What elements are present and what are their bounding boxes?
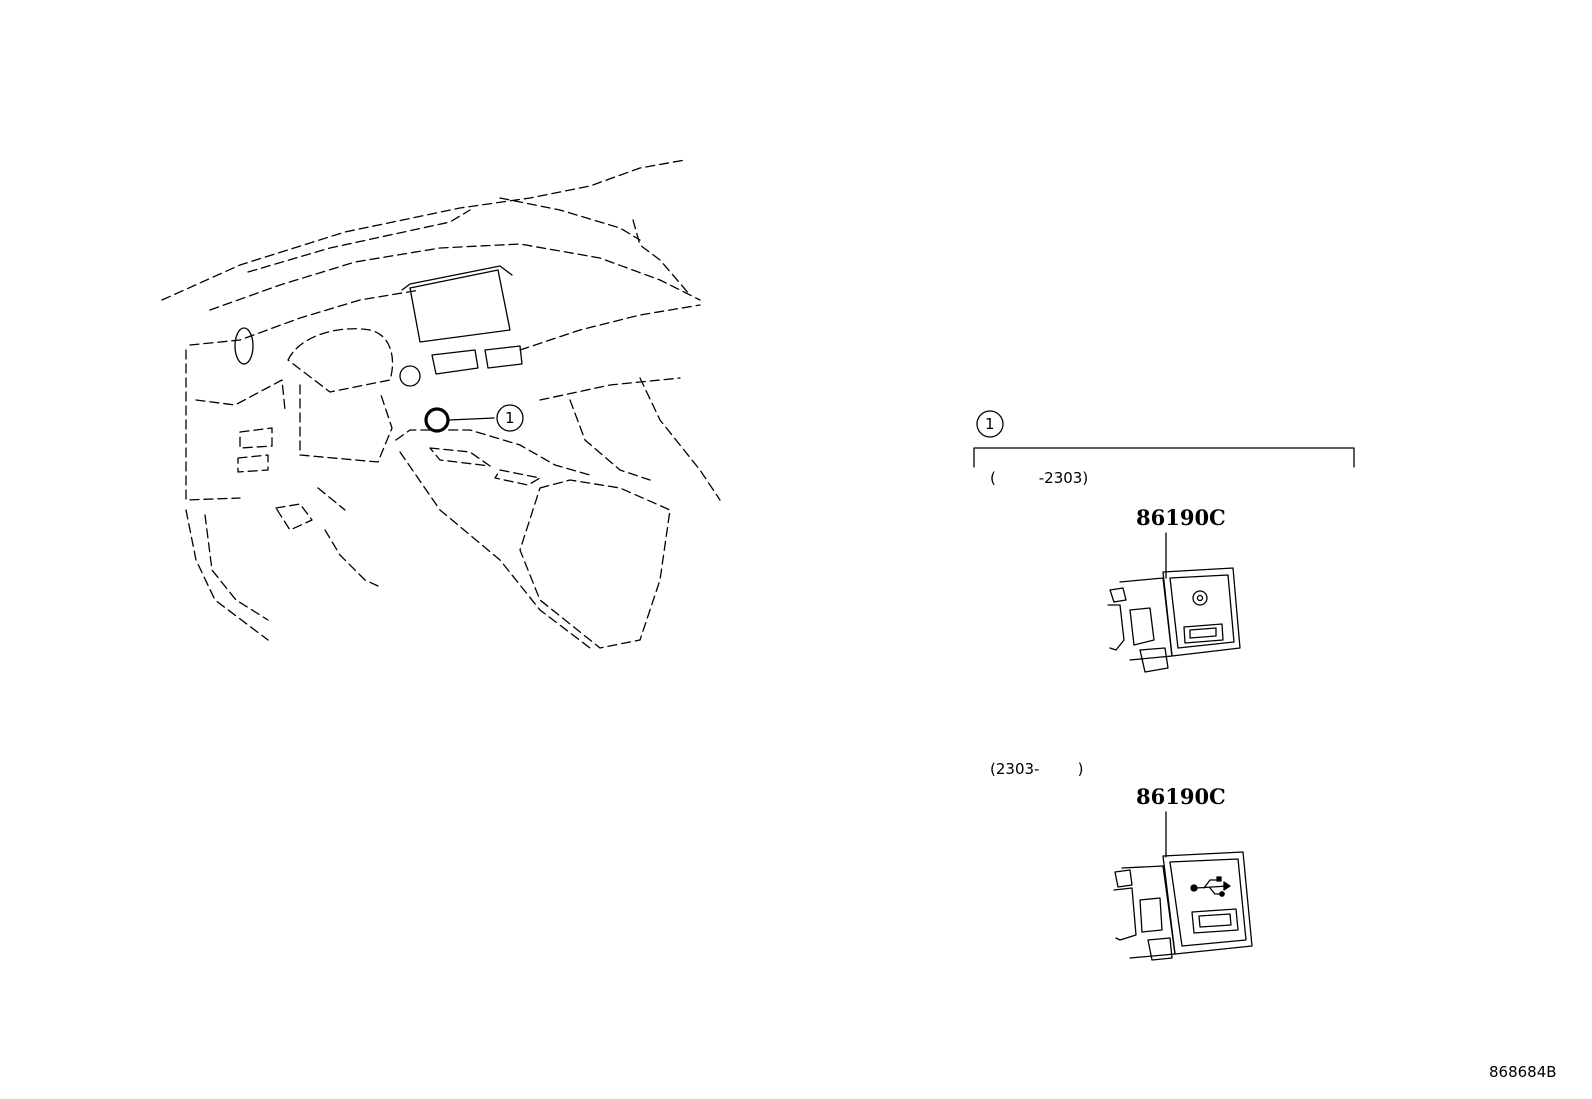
callout-number-dashboard: 1 [505, 409, 515, 427]
usb-adapter-upper [1107, 532, 1241, 673]
callout-leader [448, 417, 495, 421]
usb-adapter-lower [1113, 811, 1253, 961]
part-number-upper: 86190C [1136, 505, 1226, 530]
reference-code: 868684B [1489, 1063, 1557, 1081]
usb-icon [1190, 876, 1231, 897]
variant-range-upper: ( -2303) [990, 469, 1089, 487]
variant-range-lower: (2303- ) [990, 760, 1084, 778]
callout-number-header: 1 [985, 415, 995, 433]
aux-jack-icon [1192, 590, 1208, 606]
part-number-lower: 86190C [1136, 784, 1226, 809]
dashboard-illustration [161, 159, 721, 649]
callout-circle-dashboard [496, 404, 524, 432]
callout-circle-header [976, 410, 1004, 438]
dashboard-solid-details [234, 265, 524, 433]
usb-location-marker [424, 407, 450, 433]
usb-port [1191, 908, 1239, 934]
usb-port [1183, 623, 1224, 644]
callout-bracket [973, 410, 1355, 468]
